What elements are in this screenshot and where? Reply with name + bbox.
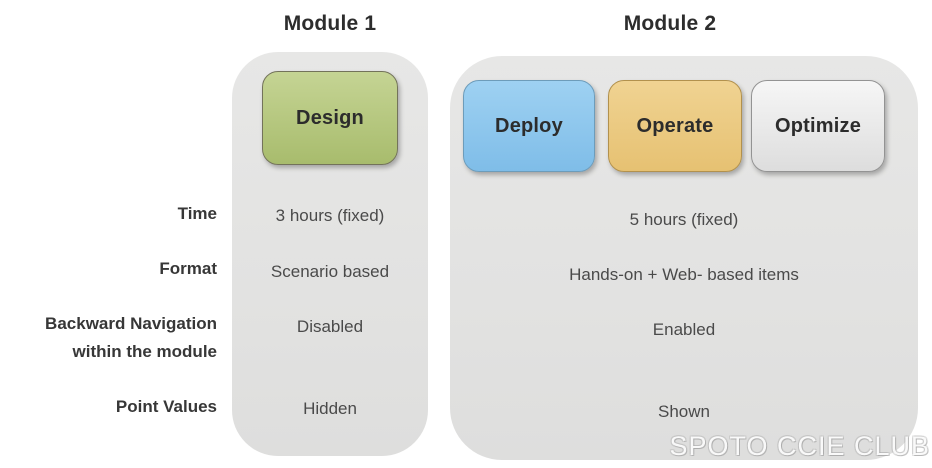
row-label-point-values: Point Values: [115, 397, 217, 416]
row-label-time: Time: [177, 204, 217, 223]
operate-phase-label: Operate: [636, 114, 714, 137]
row-label-backward-navigation: Backward Navigation within the module: [45, 314, 217, 361]
module1-time-value: 3 hours (fixed): [275, 206, 385, 225]
module1-point-values-value: Hidden: [303, 399, 357, 418]
watermark-text: SPOTO CCIE CLUB: [669, 431, 930, 461]
module2-title: Module 2: [623, 12, 717, 35]
module2-navigation-value: Enabled: [652, 320, 716, 339]
module2-format-value: Hands-on + Web- based items: [569, 265, 799, 284]
design-phase-box: Design: [262, 71, 398, 165]
module1-navigation-value: Disabled: [296, 317, 364, 336]
deploy-phase-label: Deploy: [495, 114, 563, 137]
module1-title: Module 1: [283, 12, 377, 35]
design-phase-label: Design: [296, 106, 364, 129]
deploy-phase-box: Deploy: [463, 80, 595, 172]
module1-format-value: Scenario based: [270, 262, 390, 281]
optimize-phase-box: Optimize: [751, 80, 885, 172]
optimize-phase-label: Optimize: [774, 114, 862, 137]
module2-time-value: 5 hours (fixed): [629, 210, 739, 229]
row-label-format: Format: [159, 259, 217, 278]
module2-point-values-value: Shown: [658, 402, 710, 421]
operate-phase-box: Operate: [608, 80, 742, 172]
